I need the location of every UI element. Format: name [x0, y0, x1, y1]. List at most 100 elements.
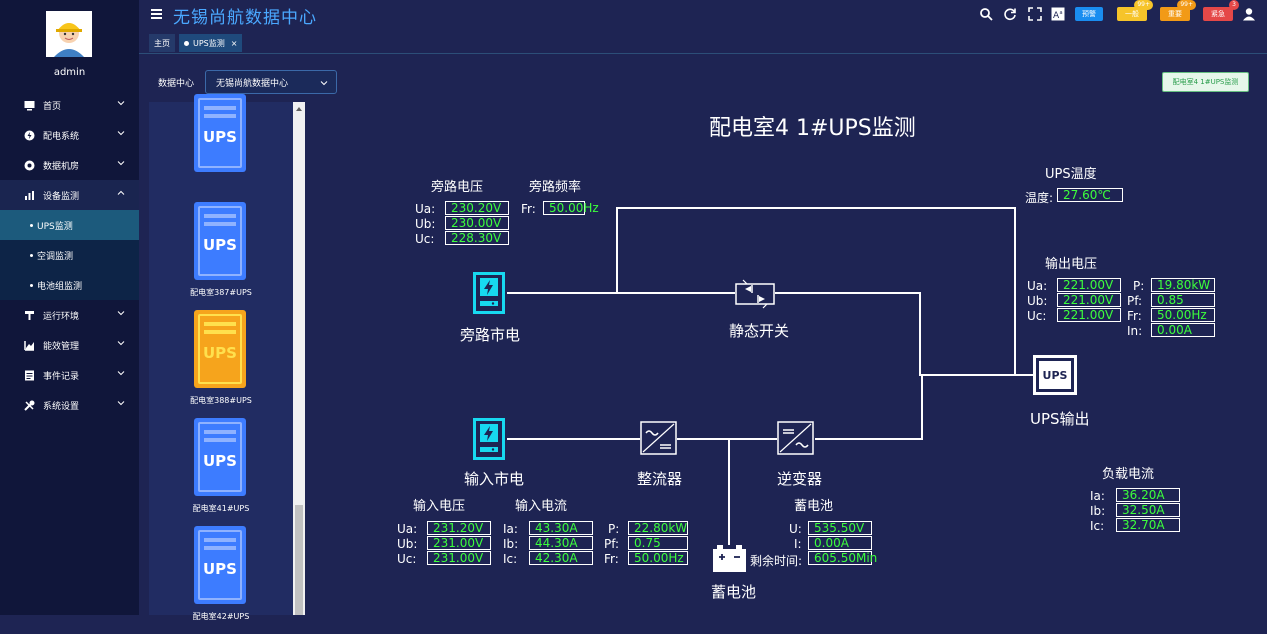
output-in-value: 0.00A: [1151, 323, 1215, 337]
submenu-label: 空调监测: [37, 251, 74, 262]
tab-home[interactable]: 主页: [149, 34, 175, 52]
input-p-label: P:: [608, 522, 620, 536]
ups-device-slot: [204, 114, 236, 118]
alert-label: 一般: [1125, 10, 1139, 18]
alert-count-badge: 3: [1229, 0, 1239, 10]
menu-environment[interactable]: 运行环境: [0, 300, 139, 330]
ups-device-slot: [204, 330, 236, 334]
tab-label: UPS监测: [193, 38, 225, 48]
input-pf-value: 0.75: [628, 536, 688, 550]
bypass-ub-label: Ub:: [415, 217, 436, 231]
input-current-title: 输入电流: [515, 499, 568, 514]
menu-event-log[interactable]: 事件记录: [0, 360, 139, 390]
bullet-icon: [30, 283, 33, 287]
input-ib-value: 44.30A: [529, 536, 593, 550]
bypass-uc-value: 228.30V: [445, 231, 509, 245]
output-in-label: In:: [1127, 324, 1143, 338]
cloud-icon: [23, 159, 35, 171]
output-pf-label: Pf:: [1127, 294, 1143, 308]
bypass-mains-label: 旁路市电: [460, 326, 521, 344]
tab-label: 主页: [154, 38, 170, 48]
close-icon[interactable]: ×: [230, 38, 238, 48]
input-ua-value: 231.20V: [427, 521, 491, 535]
chevron-down-icon: [117, 371, 125, 376]
chevron-down-icon: [117, 401, 125, 406]
diagram-title: 配电室4 1#UPS监测: [709, 116, 916, 141]
load-ic-label: Ic:: [1090, 519, 1105, 533]
ups-device-icon[interactable]: UPS: [194, 202, 246, 280]
search-icon[interactable]: [979, 7, 993, 21]
submenu-ups-monitoring[interactable]: UPS监测: [0, 210, 139, 240]
ups-device-icon[interactable]: UPS: [194, 94, 246, 172]
chevron-up-icon: [117, 190, 125, 195]
chevron-down-icon: [117, 161, 125, 166]
bypass-ua-label: Ua:: [415, 202, 436, 216]
menu-home[interactable]: 首页: [0, 90, 139, 120]
battery-label: 蓄电池: [711, 583, 757, 601]
bypass-fr-value: 50.00Hz: [543, 201, 599, 215]
ups-device-slot: [204, 438, 236, 442]
ups-output-label: UPS输出: [1030, 410, 1090, 428]
avatar[interactable]: [46, 11, 92, 57]
load-ia-value: 36.20A: [1116, 488, 1180, 502]
svg-text:a: a: [1060, 10, 1063, 16]
device-list-scrollbar[interactable]: [293, 102, 305, 615]
ups-device-frame: [198, 530, 242, 600]
submenu-battery-monitoring[interactable]: 电池组监测: [0, 270, 139, 300]
scrollbar-thumb[interactable]: [295, 505, 303, 615]
menu-label: 数据机房: [43, 161, 80, 172]
output-pf-value: 0.85: [1151, 293, 1215, 307]
static-switch-icon: [735, 279, 775, 309]
device-card[interactable]: UPS: [149, 94, 293, 202]
ups-device-text: UPS: [203, 344, 237, 362]
bypass-frequency-title: 旁路频率: [529, 180, 582, 195]
ups-device-slot: [204, 106, 236, 110]
chevron-down-icon: [117, 101, 125, 106]
submenu-ac-monitoring[interactable]: 空调监测: [0, 240, 139, 270]
menu-label: 设备监测: [43, 191, 80, 202]
datacenter-label: 数据中心: [158, 79, 195, 89]
menu-device-monitoring[interactable]: 设备监测: [0, 180, 139, 210]
input-mains-icon: [473, 418, 505, 460]
load-current-title: 负载电流: [1102, 467, 1155, 482]
ups-device-icon[interactable]: UPS: [194, 526, 246, 604]
datacenter-select[interactable]: 无锡尚航数据中心: [205, 70, 337, 94]
fullscreen-icon[interactable]: [1028, 7, 1042, 21]
ups-device-icon[interactable]: UPS: [194, 418, 246, 496]
hamburger-menu-icon[interactable]: [151, 8, 162, 20]
menu-system-settings[interactable]: 系统设置: [0, 390, 139, 420]
current-device-button[interactable]: 配电室4 1#UPS监测: [1162, 72, 1249, 92]
scroll-up-icon[interactable]: [293, 104, 305, 114]
input-ic-value: 42.30A: [529, 551, 593, 565]
alert-count-badge: 99+: [1177, 0, 1196, 10]
input-ub-value: 231.00V: [427, 536, 491, 550]
refresh-icon[interactable]: [1003, 7, 1017, 21]
tab-ups-monitoring[interactable]: UPS监测 ×: [179, 34, 243, 52]
tab-bar: 主页 UPS监测 ×: [139, 32, 1267, 54]
ups-device-icon[interactable]: UPS: [194, 310, 246, 388]
load-ib-label: Ib:: [1090, 504, 1106, 518]
menu-power-system[interactable]: 配电系统: [0, 120, 139, 150]
chevron-down-icon: [117, 131, 125, 136]
bypass-ua-value: 230.20V: [445, 201, 509, 215]
user-icon[interactable]: [1242, 7, 1256, 21]
svg-text:A: A: [1053, 11, 1060, 21]
ups-temperature-title: UPS温度: [1045, 167, 1097, 182]
ups-device-frame: [198, 206, 242, 276]
menu-energy-management[interactable]: 能效管理: [0, 330, 139, 360]
output-ub-value: 221.00V: [1057, 293, 1121, 307]
alert-notice-button[interactable]: 预警: [1075, 7, 1103, 21]
load-ia-label: Ia:: [1090, 489, 1105, 503]
menu-data-room[interactable]: 数据机房: [0, 150, 139, 180]
rectifier-label: 整流器: [637, 470, 683, 488]
output-fr-label: Fr:: [1127, 309, 1142, 323]
